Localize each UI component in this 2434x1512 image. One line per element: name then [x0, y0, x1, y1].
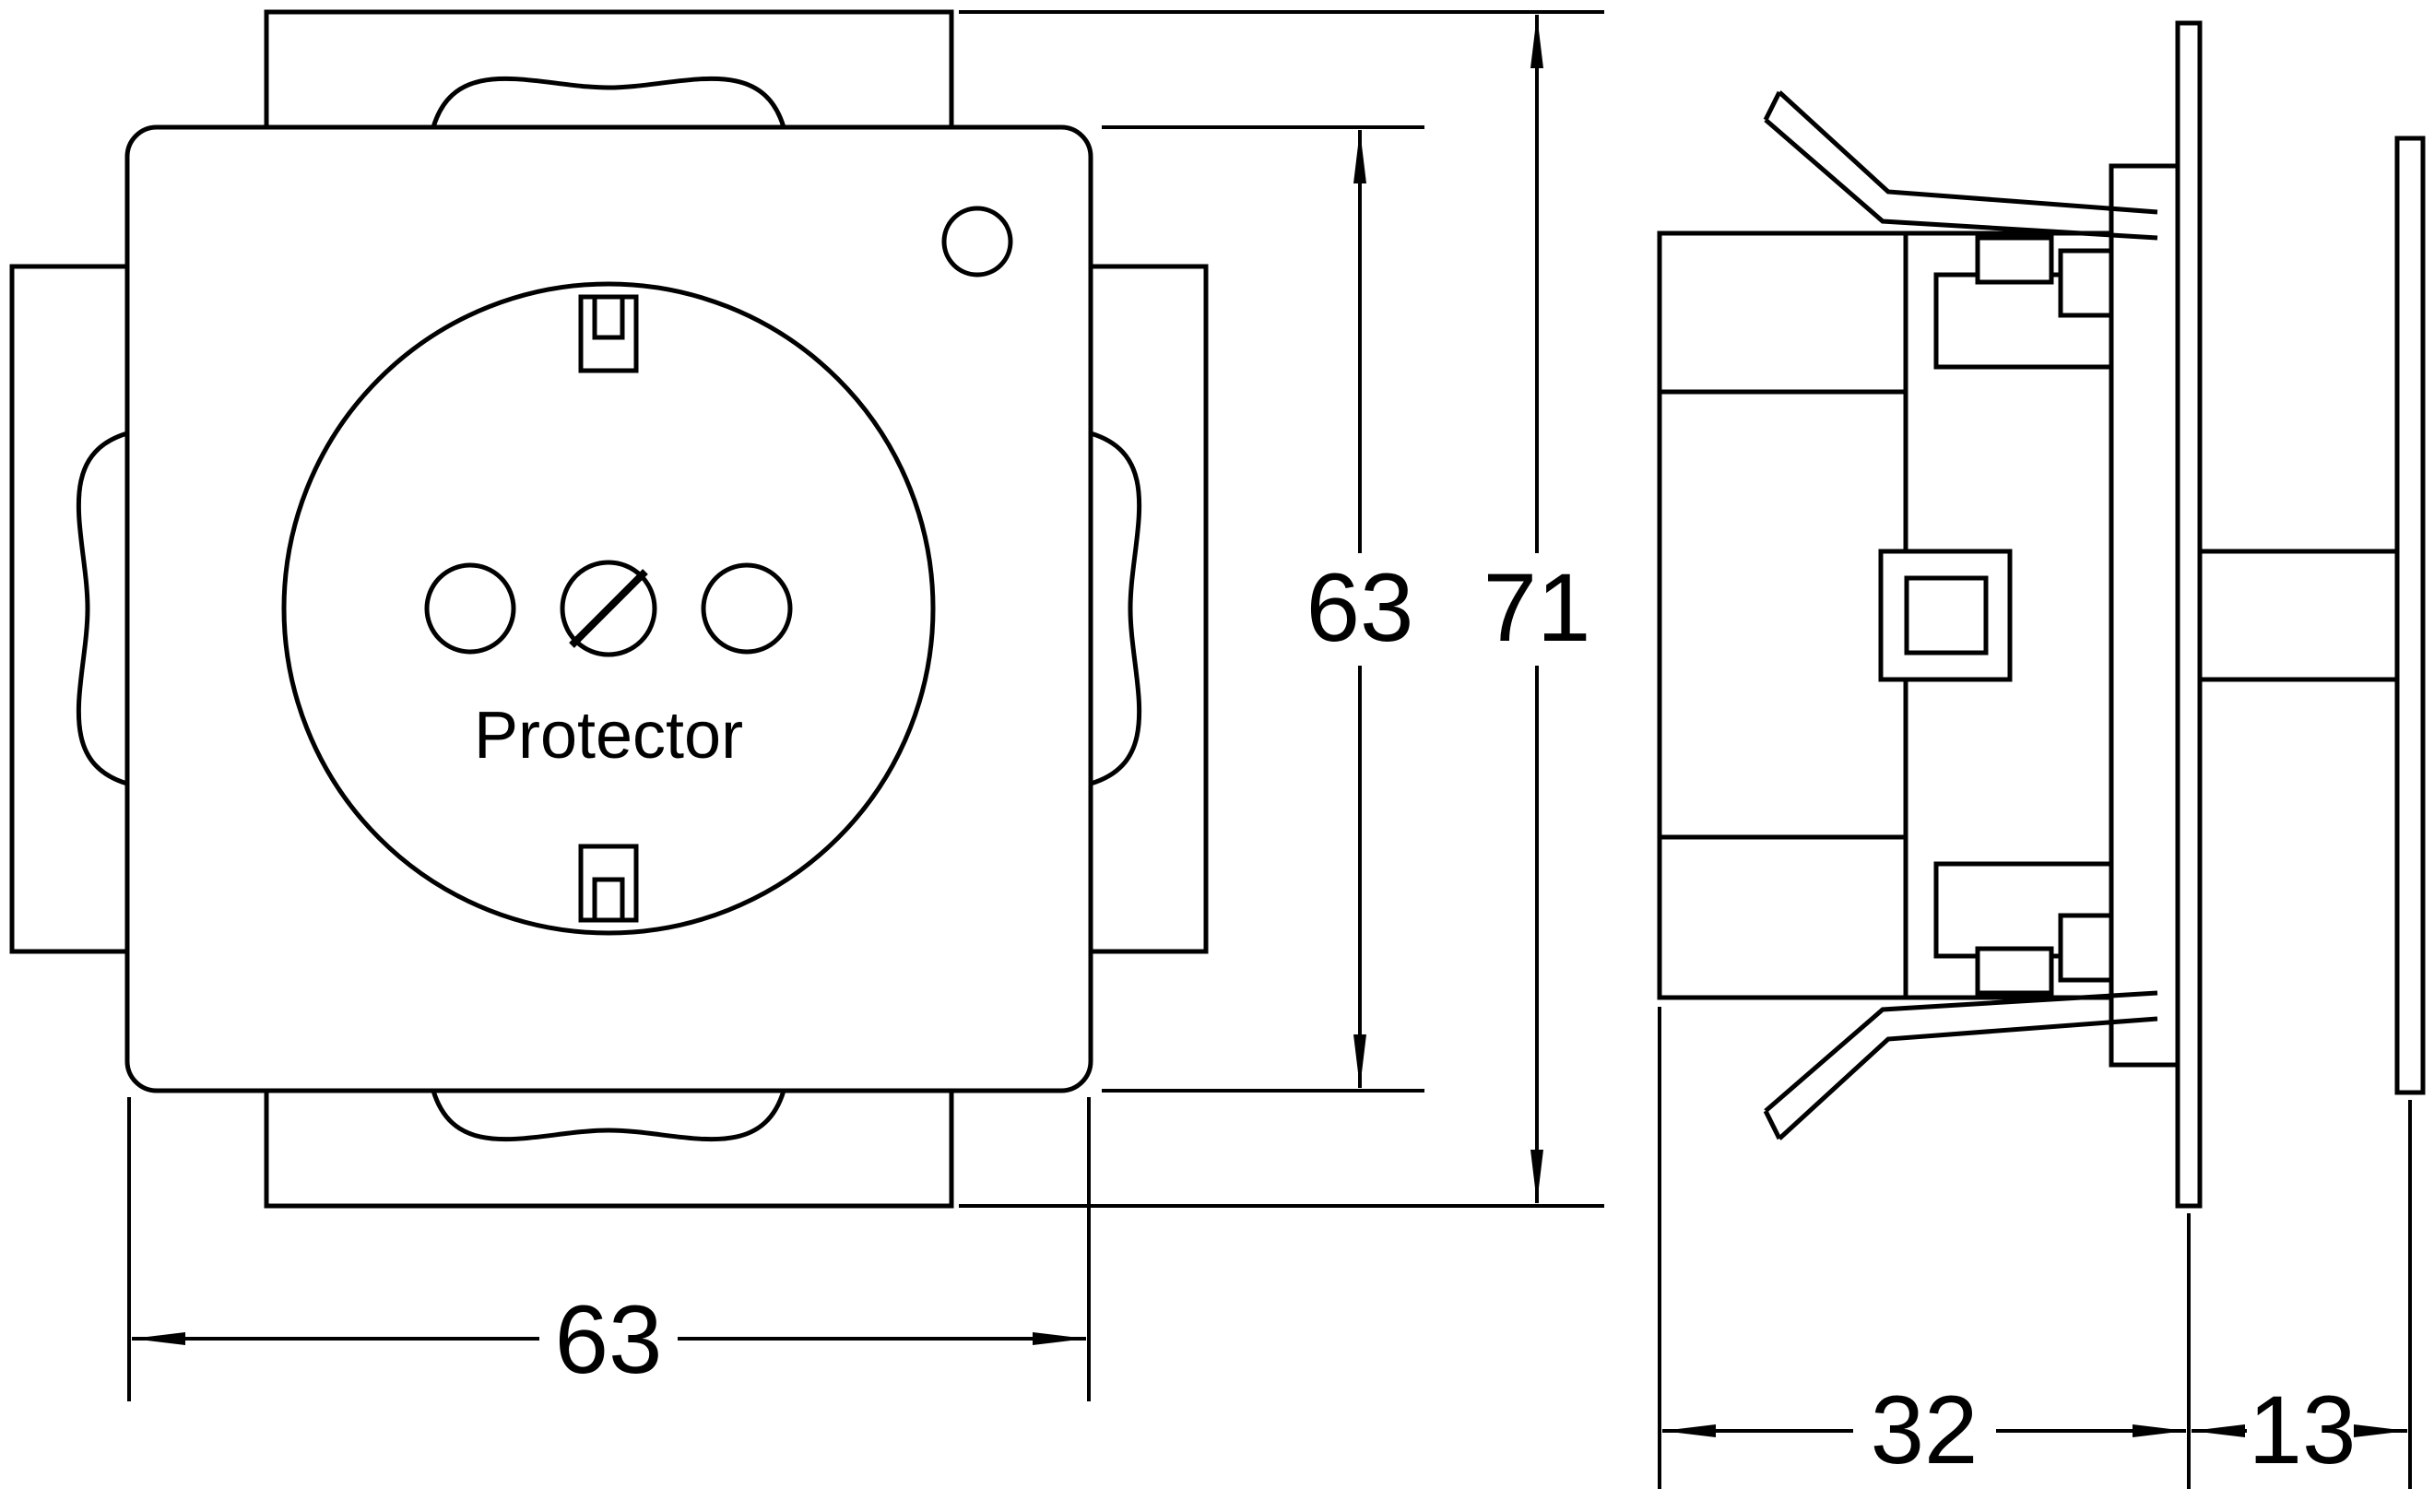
dim-inner-height-value: 63: [1306, 554, 1414, 662]
frame-tab-left: [76, 431, 128, 786]
mounting-plate: [2175, 20, 2203, 1209]
pin-hole-left: [424, 562, 516, 655]
pin-hole-right: [701, 562, 793, 655]
support-ring: [2109, 163, 2180, 1068]
protector-label: Protector: [474, 699, 743, 773]
dim-insert-depth-value: 32: [1871, 1376, 1979, 1484]
dim-outer-height-value: 71: [1483, 554, 1591, 662]
central-terminal: [1878, 549, 2013, 682]
socket-throat: [2200, 549, 2397, 682]
dim-width-value: 63: [555, 1286, 663, 1394]
indicator-circle: [941, 206, 1013, 278]
dim-front-depth-value: 13: [2249, 1376, 2357, 1484]
center-screw: [560, 560, 657, 657]
frame-arm-left: [9, 264, 130, 954]
claw-top: [1763, 90, 2158, 370]
dimension-outer-height: [959, 10, 1604, 1208]
cover-plate-side: [2394, 136, 2426, 1095]
frame-arm-right: [1088, 264, 1209, 954]
frame-tab-top: [431, 76, 786, 128]
frame-arm-top: [264, 9, 954, 130]
dimension-front-depth: [2192, 1100, 2412, 1489]
frame-tab-right: [1090, 431, 1142, 786]
earth-clip-bottom: [578, 844, 639, 923]
claw-bottom: [1763, 861, 2158, 1140]
frame-arm-bottom: [264, 1088, 954, 1209]
dimension-insert-depth: [1658, 1007, 2191, 1489]
earth-clip-top: [578, 294, 639, 373]
front-dimensions: [127, 10, 1604, 1401]
side-dimensions: [1658, 1007, 2412, 1489]
dimension-width: [127, 1097, 1091, 1401]
side-view: [1657, 20, 2426, 1209]
frame-tab-bottom: [431, 1090, 786, 1142]
dimension-inner-height: [1102, 125, 1424, 1093]
front-view: [9, 9, 1209, 1209]
